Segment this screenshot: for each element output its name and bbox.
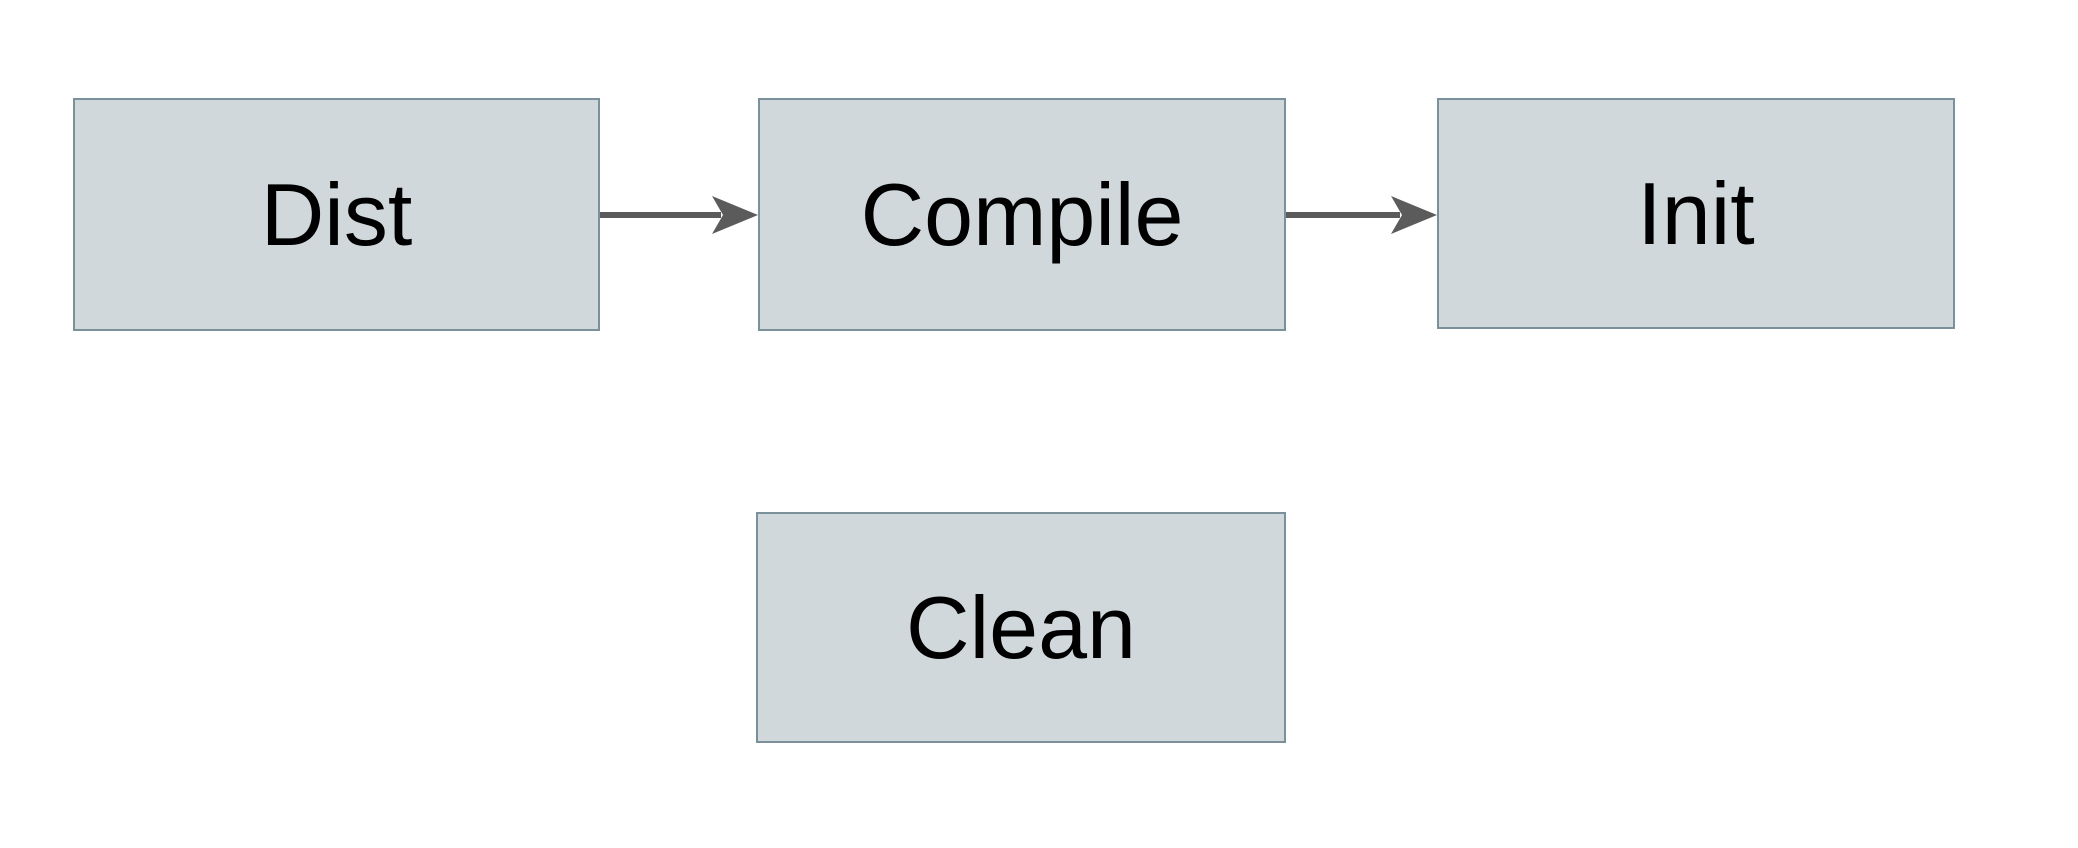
node-label-init: Init [1637,163,1755,263]
node-init: Init [1437,98,1955,329]
node-label-dist: Dist [260,164,413,264]
arrow-dist-to-compile [600,195,758,234]
node-label-compile: Compile [860,164,1184,264]
node-label-clean: Clean [906,577,1136,677]
arrowhead-icon [1391,195,1437,234]
arrowhead-icon [712,195,758,234]
arrow-compile-to-init [1286,195,1437,234]
node-clean: Clean [756,512,1286,743]
node-compile: Compile [758,98,1286,331]
node-dist: Dist [73,98,600,331]
